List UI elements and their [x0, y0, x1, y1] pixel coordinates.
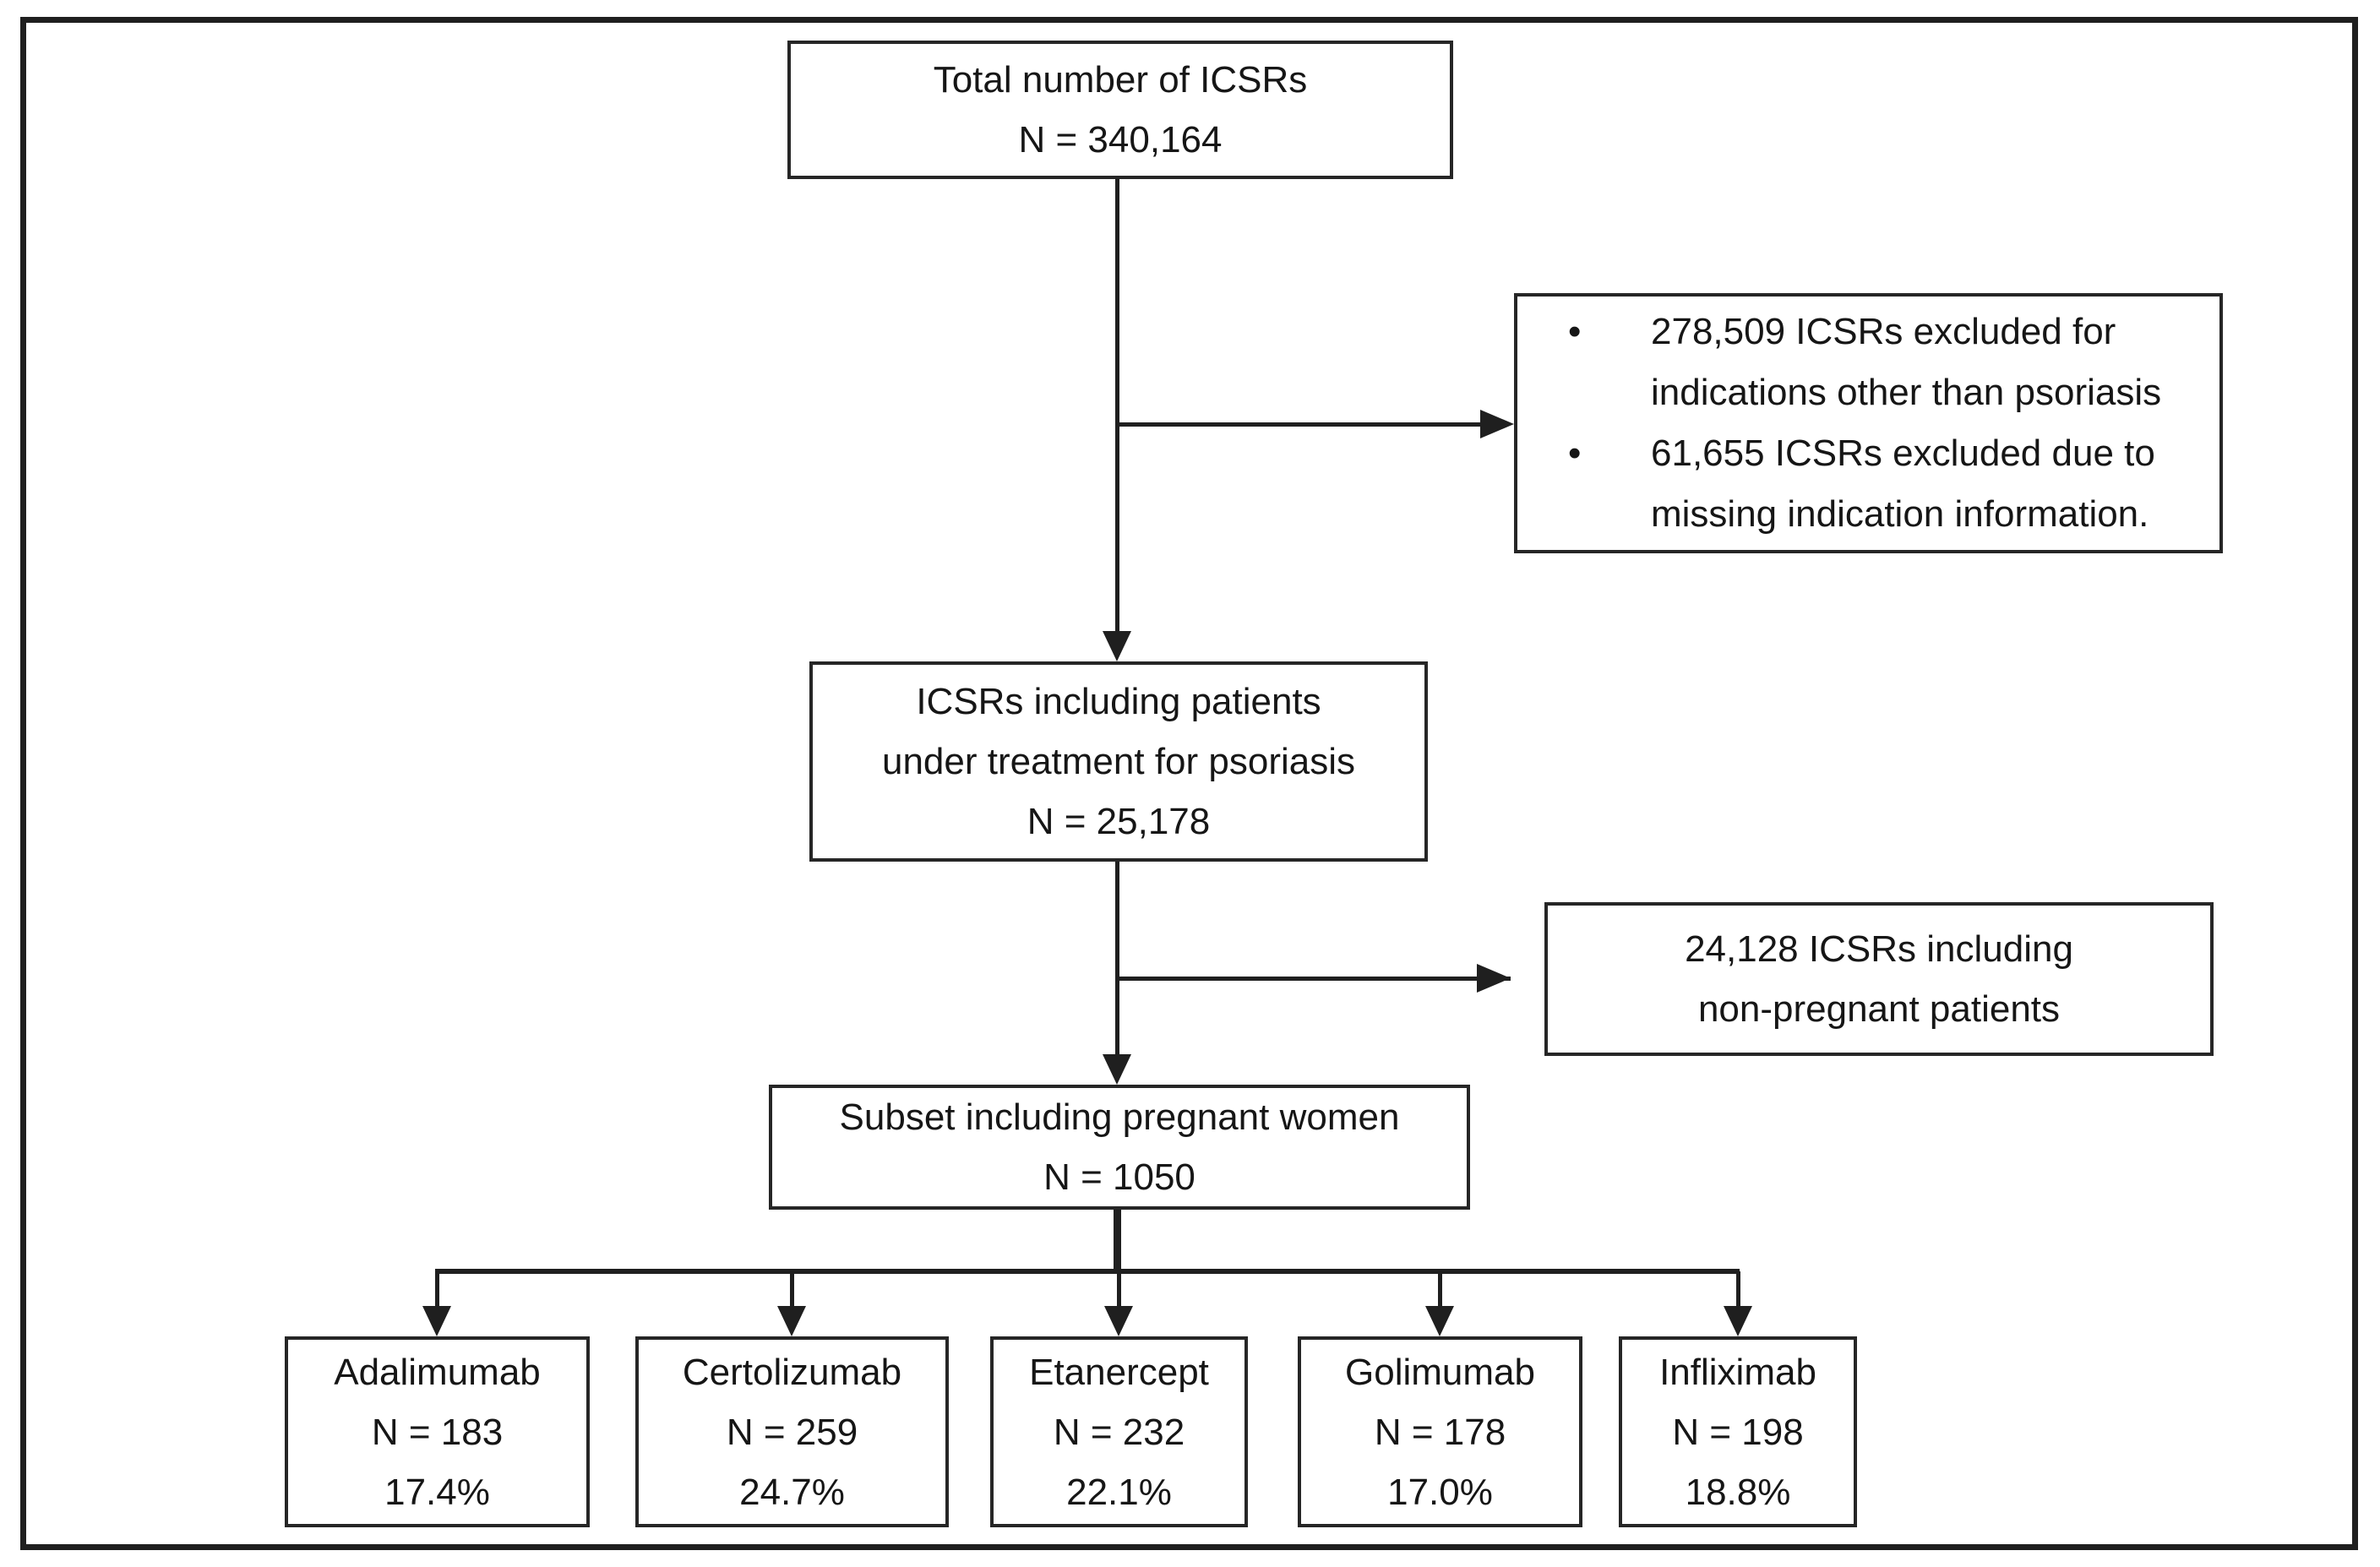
drug-n: N = 183	[371, 1411, 504, 1453]
drug-name: Certolizumab	[682, 1351, 902, 1393]
text-line: N = 340,164	[1018, 119, 1223, 161]
node-drug-golimumab: Golimumab N = 178 17.0%	[1298, 1336, 1582, 1527]
drug-name: Golimumab	[1345, 1351, 1535, 1393]
node-total-icsrs: Total number of ICSRs N = 340,164	[787, 41, 1453, 179]
figure-border	[20, 17, 2358, 1550]
text-line: missing indication information.	[1651, 493, 2149, 535]
distribution-line	[435, 1269, 1740, 1274]
drug-pct: 17.4%	[384, 1471, 490, 1513]
arrowhead-right-icon	[1477, 964, 1511, 993]
drug-n: N = 232	[1053, 1411, 1185, 1453]
drug-n: N = 198	[1672, 1411, 1804, 1453]
node-excluded-indications: • 278,509 ICSRs excluded for indications…	[1514, 293, 2223, 553]
bullet-item: • 61,655 ICSRs excluded due to missing i…	[1556, 423, 2219, 545]
arrowhead-down-icon	[1103, 1054, 1131, 1085]
branch-to-non-pregnant	[1115, 977, 1511, 981]
node-drug-infliximab: Infliximab N = 198 18.8%	[1619, 1336, 1857, 1527]
node-drug-etanercept: Etanercept N = 232 22.1%	[990, 1336, 1248, 1527]
node-pregnant-subset: Subset including pregnant women N = 1050	[769, 1085, 1470, 1210]
bullet-text: 278,509 ICSRs excluded for indications o…	[1651, 302, 2219, 423]
drop-certolizumab	[790, 1271, 794, 1309]
drug-pct: 24.7%	[739, 1471, 845, 1513]
drug-name: Etanercept	[1029, 1351, 1209, 1393]
text-line: 278,509 ICSRs excluded for	[1651, 311, 2116, 352]
arrowhead-right-icon	[1480, 410, 1514, 438]
node-drug-certolizumab: Certolizumab N = 259 24.7%	[635, 1336, 949, 1527]
node-psoriasis-treatment: ICSRs including patients under treatment…	[809, 661, 1428, 862]
arrowhead-down-icon	[777, 1306, 806, 1336]
drug-name: Adalimumab	[334, 1351, 541, 1393]
drop-infliximab	[1736, 1271, 1740, 1309]
node-drug-adalimumab: Adalimumab N = 183 17.4%	[285, 1336, 590, 1527]
arrowhead-down-icon	[1104, 1306, 1133, 1336]
bullet-icon: •	[1568, 311, 1582, 352]
arrowhead-down-icon	[1103, 631, 1131, 661]
text-line: ICSRs including patients	[916, 681, 1321, 722]
text-line: N = 25,178	[1027, 801, 1211, 842]
connector-psoriasis-to-subset	[1115, 862, 1119, 1056]
text-line: 61,655 ICSRs excluded due to	[1651, 433, 2155, 474]
drug-name: Infliximab	[1659, 1351, 1816, 1393]
text-line: Subset including pregnant women	[839, 1096, 1400, 1138]
node-non-pregnant-excluded: 24,128 ICSRs including non-pregnant pati…	[1544, 902, 2214, 1056]
connector-total-to-psoriasis	[1115, 179, 1119, 632]
arrowhead-down-icon	[1724, 1306, 1752, 1336]
arrowhead-down-icon	[422, 1306, 451, 1336]
bullet-text: 61,655 ICSRs excluded due to missing ind…	[1651, 423, 2219, 545]
drop-etanercept	[1117, 1271, 1121, 1309]
drug-pct: 22.1%	[1066, 1471, 1172, 1513]
text-line: 24,128 ICSRs including	[1685, 928, 2073, 970]
drug-pct: 17.0%	[1387, 1471, 1493, 1513]
text-line: under treatment for psoriasis	[881, 741, 1356, 782]
branch-to-excluded-indications	[1115, 422, 1484, 427]
arrowhead-down-icon	[1425, 1306, 1454, 1336]
text-line: non-pregnant patients	[1697, 988, 2061, 1030]
drug-n: N = 259	[726, 1411, 858, 1453]
connector-subset-stem	[1114, 1210, 1121, 1274]
drop-golimumab	[1438, 1271, 1442, 1309]
drug-n: N = 178	[1374, 1411, 1506, 1453]
drug-pct: 18.8%	[1685, 1471, 1791, 1513]
bullet-icon: •	[1568, 433, 1582, 474]
text-line: indications other than psoriasis	[1651, 372, 2162, 413]
bullet-item: • 278,509 ICSRs excluded for indications…	[1556, 302, 2219, 423]
text-line: N = 1050	[1043, 1156, 1195, 1198]
drop-adalimumab	[435, 1271, 439, 1309]
text-line: Total number of ICSRs	[933, 59, 1308, 101]
